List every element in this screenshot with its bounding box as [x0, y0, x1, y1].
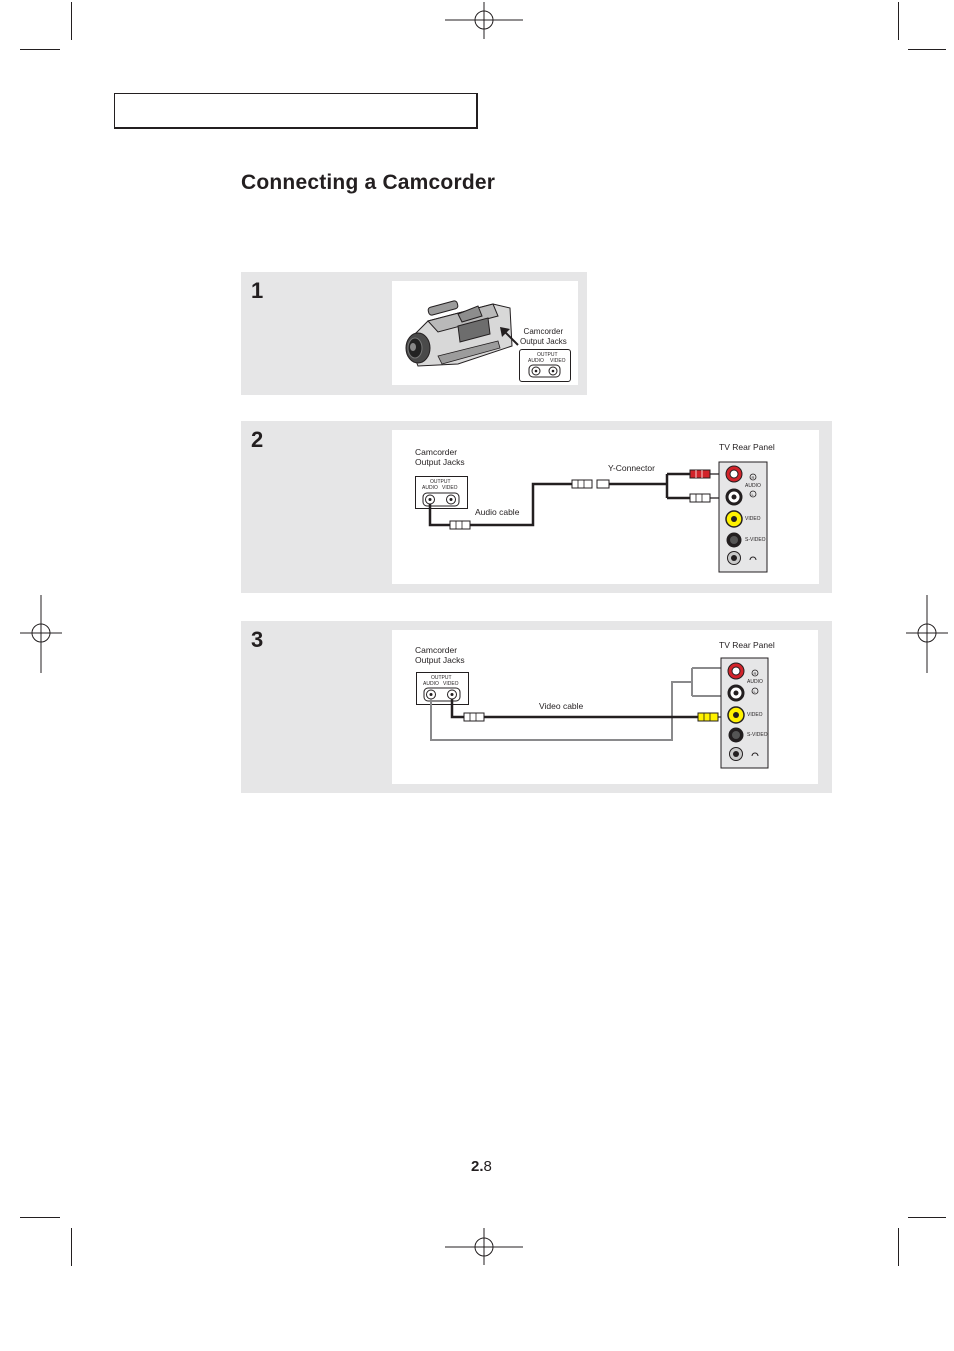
page-number-major: 2.: [471, 1158, 484, 1175]
video-connection-diagram: Camcorder Output Jacks OUTPUT AUDIO VIDE…: [392, 630, 818, 784]
output-label: OUTPUT: [537, 352, 558, 358]
audio-connection-diagram: Camcorder Output Jacks OUTPUT AUDIO VIDE…: [392, 430, 819, 584]
tv-svideo-label: S-VIDEO: [745, 537, 766, 543]
registration-mark-left: [20, 595, 62, 673]
audio-cable-diagram: [422, 461, 768, 573]
audio-label: AUDIO: [422, 485, 438, 491]
tv-r-label: R: [751, 474, 755, 480]
video-cable-diagram: [423, 657, 769, 769]
video-cable-label: Video cable: [539, 701, 584, 711]
camcorder-jacks-label: Camcorder Output Jacks: [415, 645, 465, 665]
y-connector-label: Y-Connector: [608, 463, 655, 473]
step-number: 1: [251, 278, 264, 303]
page-title: Connecting a Camcorder: [241, 171, 496, 194]
step-number: 2: [251, 427, 264, 452]
output-label: OUTPUT: [431, 675, 452, 681]
video-label: VIDEO: [443, 681, 459, 687]
tv-video-label: VIDEO: [745, 516, 761, 522]
page-number-minor: 8: [483, 1158, 492, 1175]
step-2: 2 Camcorder Output Jacks OUTPUT AUDIO VI…: [241, 421, 832, 593]
page-number: 2.8: [471, 1158, 492, 1175]
step-number: 3: [251, 627, 264, 652]
tv-l-label: L: [753, 688, 756, 694]
video-label: VIDEO: [550, 358, 566, 364]
tv-r-label: R: [753, 670, 757, 676]
output-jacks-label: Camcorder Output Jacks: [520, 327, 567, 346]
camcorder-jacks-label: Camcorder Output Jacks: [415, 447, 465, 467]
section-header-box: [114, 93, 478, 129]
camcorder-illustration-panel: Camcorder Output Jacks OUTPUT AUDIO VIDE…: [392, 281, 578, 385]
registration-mark-bottom: [445, 1228, 523, 1265]
video-label: VIDEO: [442, 485, 458, 491]
audio-label: AUDIO: [528, 358, 544, 364]
registration-mark-right: [906, 595, 948, 673]
tv-video-label: VIDEO: [747, 712, 763, 718]
camcorder-output-jack-box: OUTPUT AUDIO VIDEO: [519, 349, 571, 382]
step-3: 3 Camcorder Output Jacks OUTPUT AUDIO VI…: [241, 621, 832, 793]
step-1: 1 Camcorder Output Jacks OUTPUT AUDIO: [241, 272, 587, 395]
output-label: OUTPUT: [430, 479, 451, 485]
tv-rear-panel-label: TV Rear Panel: [719, 640, 775, 650]
tv-rear-panel-label: TV Rear Panel: [719, 442, 775, 452]
camcorder-icon: [405, 300, 513, 367]
tv-audio-label: AUDIO: [747, 679, 763, 685]
pointer-arrow-icon: [500, 327, 519, 346]
audio-label: AUDIO: [423, 681, 439, 687]
tv-l-label: L: [751, 491, 754, 497]
output-jacks-icon: [528, 364, 561, 378]
audio-cable-label: Audio cable: [475, 507, 520, 517]
tv-svideo-label: S-VIDEO: [747, 732, 768, 738]
registration-mark-top: [445, 2, 523, 39]
tv-audio-label: AUDIO: [745, 483, 761, 489]
